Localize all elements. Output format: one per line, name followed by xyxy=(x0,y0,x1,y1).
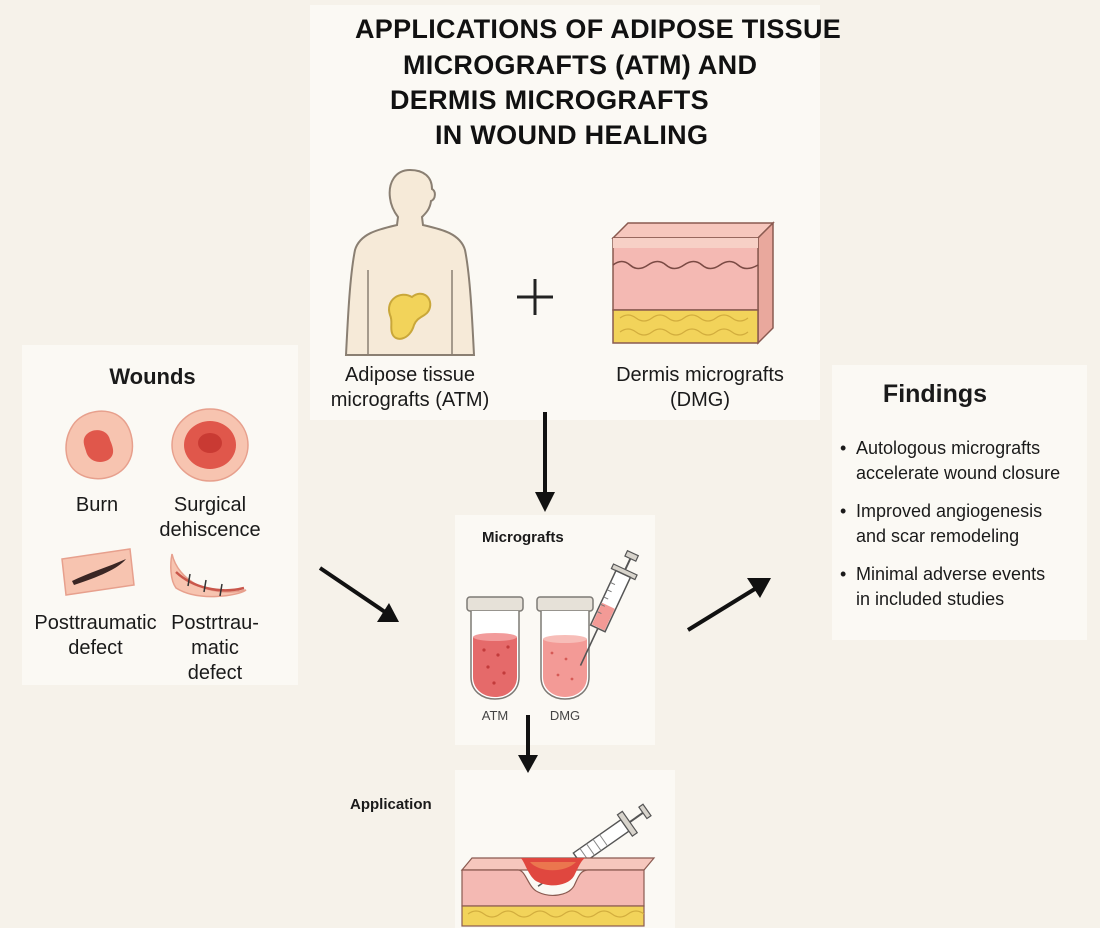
burn-label: Burn xyxy=(75,494,119,516)
dmg-label: Dermis micrografts(DMG) xyxy=(616,364,784,411)
dmg-tube-icon xyxy=(536,596,594,700)
micrografts-heading: Micrografts xyxy=(482,529,564,546)
adipose-tissue-icon xyxy=(388,292,432,340)
wounds-panel xyxy=(22,345,298,685)
plus-icon xyxy=(517,279,553,315)
syringe-icon xyxy=(579,549,640,666)
findings-heading: Findings xyxy=(882,380,988,408)
application-heading: Application xyxy=(350,796,432,813)
arrow-down-to-application xyxy=(518,715,538,773)
dmg-tube-label: DMG xyxy=(549,708,581,723)
title-line-3: DERMIS MICROGRAFTS xyxy=(390,85,709,115)
arrow-micrografts-to-findings xyxy=(686,578,771,632)
atm-tube-label: ATM xyxy=(481,708,509,723)
arrow-down-to-micrografts xyxy=(535,412,555,512)
human-body-icon xyxy=(344,168,476,356)
posttraumatic-defect-icon-2 xyxy=(170,553,247,598)
dermis-block-icon xyxy=(611,221,775,345)
atm-tube-icon xyxy=(466,596,524,700)
title-line-2: MICROGRAFTS (ATM) AND xyxy=(403,50,758,80)
title-line-4: IN WOUND HEALING xyxy=(435,120,709,150)
wounds-heading: Wounds xyxy=(109,364,196,389)
posttraumatic-defect-icon xyxy=(61,548,135,596)
title-line-1: APPLICATIONS OF ADIPOSE TISSUE xyxy=(355,14,842,44)
surgical-dehiscence-icon xyxy=(171,408,249,482)
burn-wound-icon xyxy=(65,410,134,480)
arrow-wounds-to-micrografts xyxy=(318,566,399,622)
application-skin-icon xyxy=(460,803,656,927)
